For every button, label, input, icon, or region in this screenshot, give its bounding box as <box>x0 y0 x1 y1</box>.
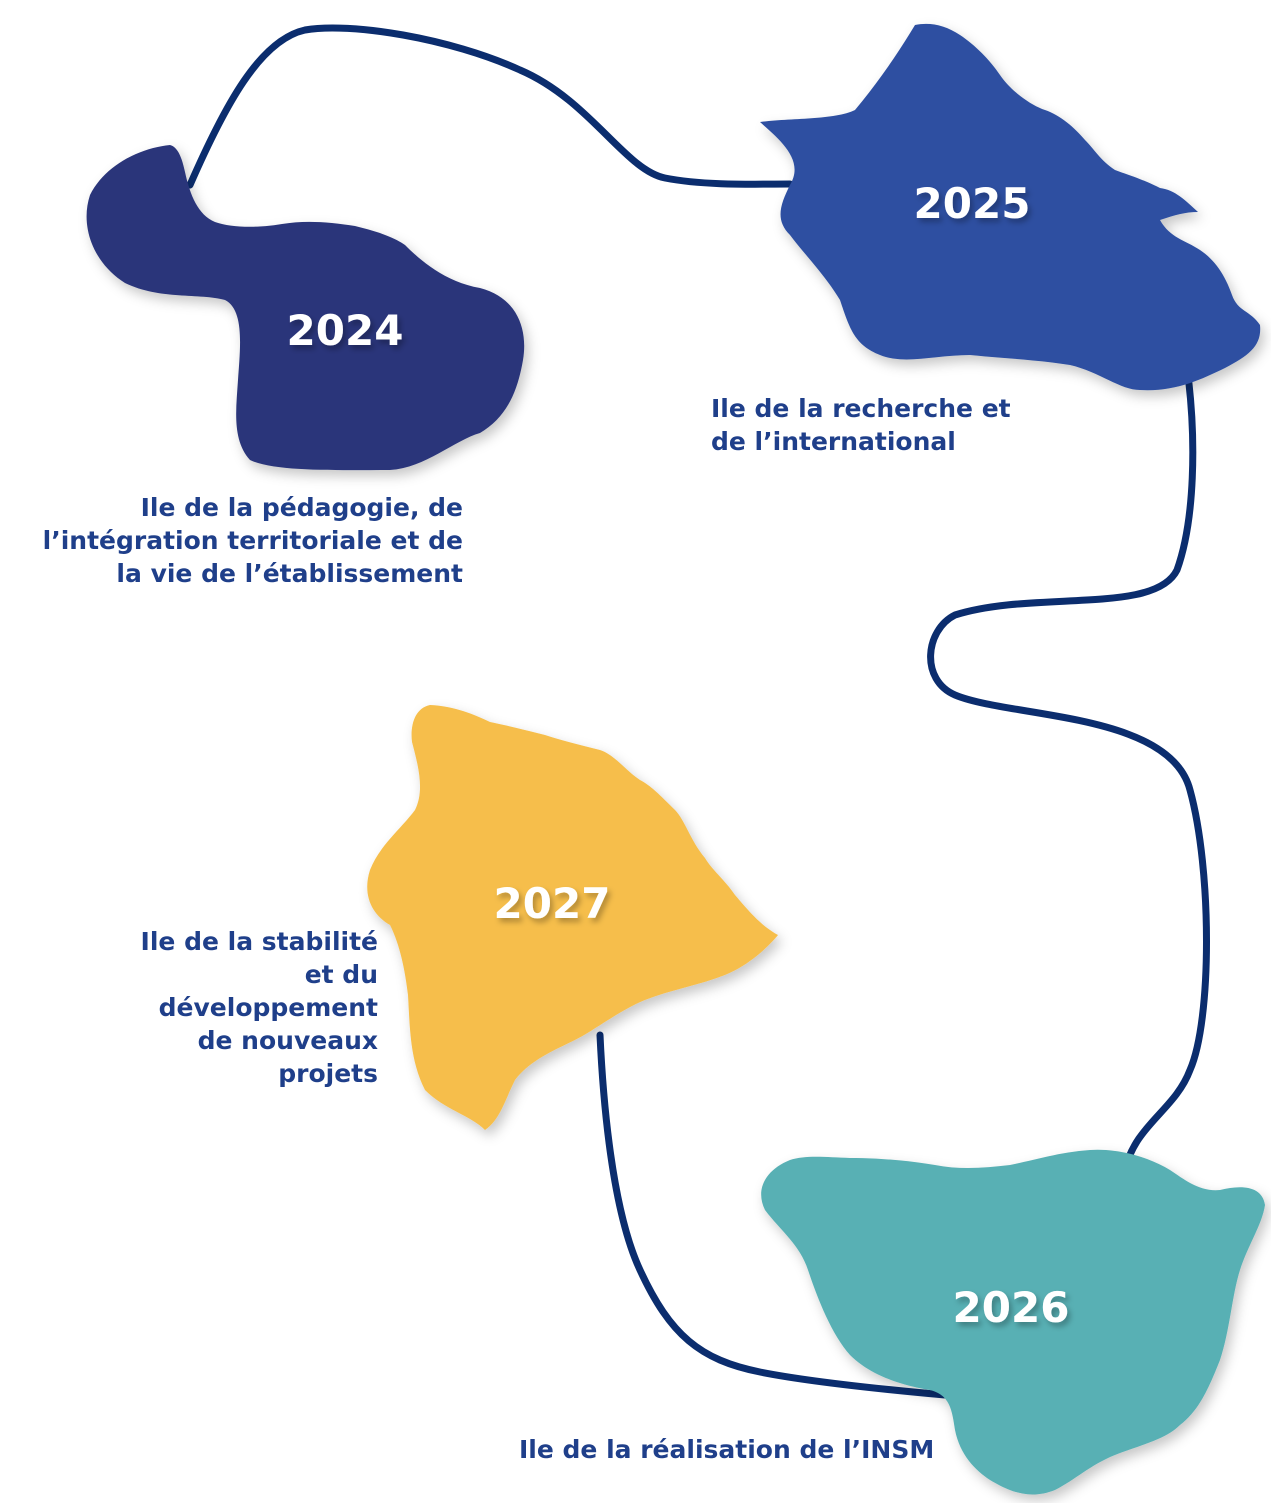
island-2027-shape <box>367 705 778 1130</box>
island-2027-year: 2027 <box>494 879 611 928</box>
island-2025-caption: Ile de la recherche et de l’internationa… <box>711 394 1011 456</box>
island-2024: 2024 <box>86 145 525 471</box>
island-2026: 2026 <box>761 1149 1265 1495</box>
island-2025: 2025 <box>760 23 1261 391</box>
island-2027: 2027 <box>367 705 778 1130</box>
island-2024-year: 2024 <box>287 306 404 355</box>
route-path <box>186 24 1210 1399</box>
island-2027-caption: Ile de la stabilité et du développement … <box>140 927 378 1088</box>
island-2024-caption: Ile de la pédagogie, de l’intégration te… <box>42 493 463 588</box>
island-2026-shape <box>761 1149 1265 1495</box>
island-2026-caption: Ile de la réalisation de l’INSM <box>519 1435 935 1464</box>
island-2026-year: 2026 <box>953 1283 1070 1332</box>
island-2024-shape <box>86 145 525 471</box>
island-2025-year: 2025 <box>914 179 1031 228</box>
island-2025-shape <box>760 23 1261 391</box>
